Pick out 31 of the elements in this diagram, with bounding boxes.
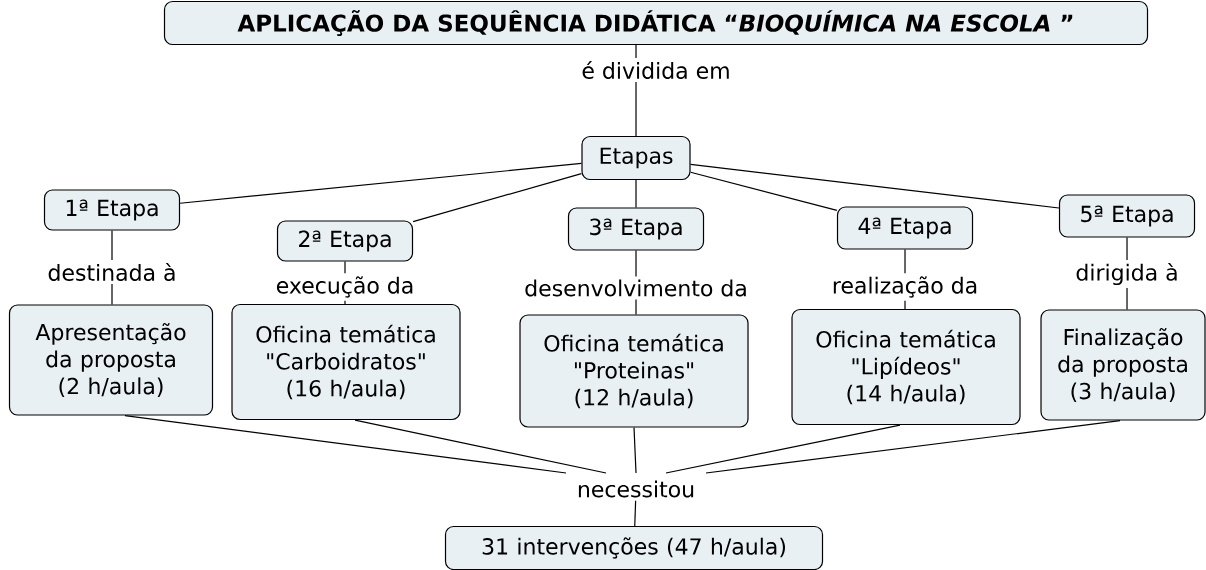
concept-box: Oficina temática "Lipídeos" (14 h/aula): [791, 308, 1021, 426]
connector-line: [690, 163, 1060, 209]
concept-box: 2ª Etapa: [276, 220, 414, 262]
connector-line: [124, 415, 567, 474]
concept-box: 5ª Etapa: [1058, 194, 1196, 238]
connector-line: [690, 171, 838, 211]
edge-label: execução da: [272, 273, 418, 301]
connector-line: [179, 162, 582, 204]
connector-line: [665, 424, 901, 474]
title-box: APLICAÇÃO DA SEQUÊNCIA DIDÁTICA “BIOQUÍMICA NA ESCOLA ”: [163, 0, 1149, 46]
concept-box: Finalização da proposta (3 h/aula): [1040, 309, 1206, 421]
connector-line: [634, 500, 637, 527]
concept-box: 1ª Etapa: [43, 189, 181, 231]
concept-box: 3ª Etapa: [567, 207, 705, 251]
connector-line: [354, 419, 607, 474]
concept-box: 31 intervenções (47 h/aula): [444, 525, 824, 570]
linking-phrase: necessitou: [573, 477, 699, 501]
edge-label: destinada à: [44, 260, 180, 284]
concept-box: Oficina temática "Proteinas" (12 h/aula): [519, 314, 749, 428]
edge-label: é dividida em: [578, 58, 734, 82]
edge-label: dirigida à: [1072, 259, 1182, 289]
concept-box: 4ª Etapa: [836, 206, 974, 250]
connector-line: [705, 420, 1121, 474]
concept-box: Apresentação da proposta (2 h/aula): [8, 304, 214, 416]
connector-line: [412, 173, 582, 223]
edge-label: realização da: [828, 273, 982, 301]
concept-box: Oficina temática "Carboidratos" (16 h/aula): [231, 303, 461, 421]
concept-box: Etapas: [581, 135, 691, 181]
connector-line: [633, 427, 637, 474]
edge-label: desenvolvimento da: [521, 276, 751, 300]
connector-line: [635, 179, 637, 208]
